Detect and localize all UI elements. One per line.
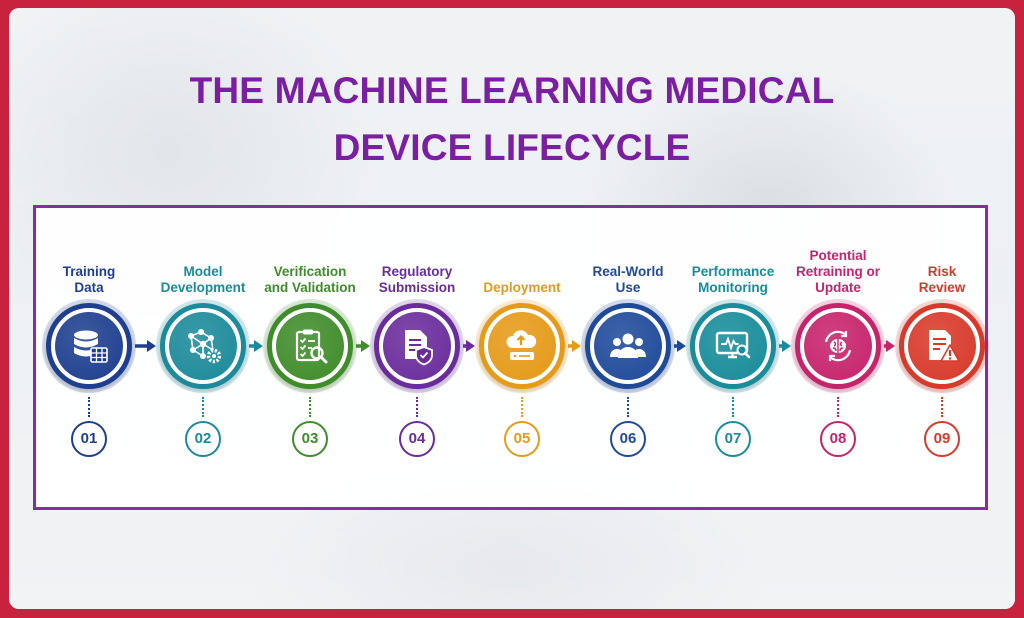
step-dotted-line bbox=[88, 397, 90, 417]
step-dotted-line bbox=[627, 397, 629, 417]
step-dotted-line bbox=[309, 397, 311, 417]
step-icon-disc bbox=[169, 312, 237, 380]
step-icon-disc bbox=[276, 312, 344, 380]
step-label-text: Deployment bbox=[483, 280, 561, 295]
step-icon-ring bbox=[160, 303, 246, 389]
database-table-icon bbox=[74, 330, 108, 363]
step-icon-ring bbox=[899, 303, 985, 389]
step-dotted-line bbox=[941, 397, 943, 417]
neural-network-gear-icon bbox=[188, 329, 222, 364]
step-icon-disc bbox=[804, 312, 872, 380]
step-icon-ring bbox=[690, 303, 776, 389]
checklist-magnifier-icon bbox=[295, 329, 328, 364]
title-line-1: THE MACHINE LEARNING MEDICAL bbox=[189, 70, 835, 111]
step-number: 04 bbox=[399, 421, 435, 457]
step-dotted-line bbox=[521, 397, 523, 417]
step-number: 08 bbox=[820, 421, 856, 457]
document-warning-icon bbox=[929, 330, 960, 362]
step-icon-ring bbox=[46, 303, 132, 389]
step-icon-disc bbox=[383, 312, 451, 380]
step-icon-disc bbox=[55, 312, 123, 380]
document-shield-icon bbox=[405, 330, 433, 366]
title-line-2: DEVICE LIFECYCLE bbox=[333, 127, 691, 168]
brain-cycle-icon bbox=[824, 330, 852, 362]
step-icon-ring bbox=[374, 303, 460, 389]
people-group-icon bbox=[610, 333, 646, 358]
cloud-upload-icon bbox=[506, 330, 537, 360]
step-icon-ring bbox=[585, 303, 671, 389]
step-icon-disc bbox=[908, 312, 976, 380]
page-title: THE MACHINE LEARNING MEDICAL DEVICE LIFE… bbox=[0, 62, 1024, 176]
step-icon-disc bbox=[594, 312, 662, 380]
monitor-heartbeat-icon bbox=[715, 331, 751, 359]
step-number: 07 bbox=[715, 421, 751, 457]
step-dotted-line bbox=[837, 397, 839, 417]
step-icon-ring bbox=[479, 303, 565, 389]
step-number: 03 bbox=[292, 421, 328, 457]
step-icon-ring bbox=[267, 303, 353, 389]
step-dotted-line bbox=[202, 397, 204, 417]
step-label: Deployment bbox=[467, 244, 577, 296]
step-icon-disc bbox=[699, 312, 767, 380]
step-number: 06 bbox=[610, 421, 646, 457]
step-number: 02 bbox=[185, 421, 221, 457]
step-icon-ring bbox=[795, 303, 881, 389]
step-number: 01 bbox=[71, 421, 107, 457]
step-number: 05 bbox=[504, 421, 540, 457]
step-icon-disc bbox=[488, 312, 556, 380]
step-dotted-line bbox=[732, 397, 734, 417]
step-number: 09 bbox=[924, 421, 960, 457]
step-dotted-line bbox=[416, 397, 418, 417]
